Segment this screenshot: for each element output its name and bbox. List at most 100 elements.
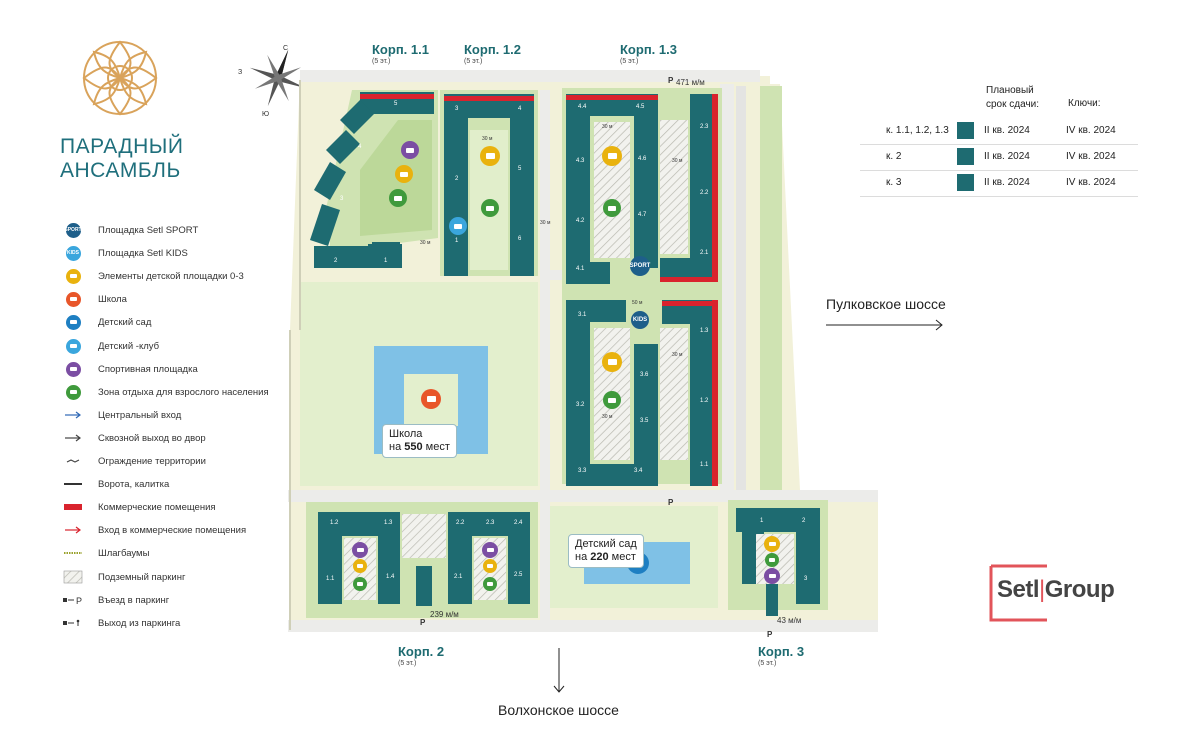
section-number: 4.4 (578, 104, 587, 110)
korp-2-title: Корп. 2 (398, 644, 445, 659)
fence-icon (62, 453, 84, 469)
legend-item: Ограждение территории (62, 451, 206, 471)
section-number: 4.2 (576, 218, 585, 224)
sport-badge-icon: SPORT (62, 222, 84, 238)
sport-ground-icon (482, 542, 498, 558)
section-number: 2 (334, 258, 338, 264)
bench-icon (353, 577, 367, 591)
korp-1-3-floors: (5 эт.) (620, 58, 639, 65)
playground-icon (602, 146, 622, 166)
road-label-volkhonskoe: Волхонское шоссе (498, 702, 619, 718)
legend-item: Зона отдыха для взрослого населения (62, 382, 269, 402)
arrow-east-icon (826, 319, 943, 331)
sport-ground-icon (401, 141, 419, 159)
section-number: 2.2 (700, 190, 709, 196)
legend-label: Площадка Setl KIDS (98, 247, 188, 259)
playground-icon (602, 352, 622, 372)
school-capacity: 550 (404, 441, 423, 453)
legend-item: Элементы детской площадки 0-3 (62, 266, 244, 286)
school-icon (421, 389, 441, 409)
legend-label: Школа (98, 293, 127, 305)
schedule-keys: IV кв. 2024 (1066, 151, 1116, 162)
legend-item: Шлагбаумы (62, 543, 149, 563)
building-k2 (318, 512, 530, 606)
section-number: 5 (394, 101, 398, 107)
section-number: 3.1 (578, 312, 587, 318)
commercial-k11 (360, 94, 434, 99)
distance-label: 30 м (672, 352, 683, 358)
parking-capacity-k2: 239 м/м (430, 610, 459, 619)
building-color-swatch (957, 174, 974, 191)
bench-icon (62, 384, 84, 400)
section-number: 3.3 (578, 468, 587, 474)
parking-capacity-k3: 43 м/м (777, 616, 802, 625)
section-number: 4.3 (576, 158, 585, 164)
section-number: 2.2 (456, 520, 465, 526)
legend-item: Коммерческие помещения (62, 497, 216, 517)
school-callout-prefix: на (389, 441, 405, 453)
sport-ground-icon (62, 361, 84, 377)
legend-label: Ворота, калитка (98, 478, 170, 490)
legend-label: Выход из паркинга (98, 617, 181, 629)
schedule-header-term-line1: Плановый (986, 85, 1034, 96)
parking-sign-k13-south: P (668, 498, 674, 507)
korp-2-floors: (5 эт.) (398, 660, 417, 667)
legend-item: Подземный паркинг (62, 567, 185, 587)
legend-item: Школа (62, 289, 127, 309)
section-number: 3 (804, 576, 808, 582)
section-number: 2.3 (700, 124, 709, 130)
underground-parking-icon (62, 569, 84, 585)
section-number: 6 (518, 236, 522, 242)
commercial-k13 (566, 94, 718, 486)
compass-south: Ю (262, 111, 269, 118)
playground-icon (395, 165, 413, 183)
building-color-swatch (957, 122, 974, 139)
schedule-term: II кв. 2024 (984, 177, 1030, 188)
school-callout-suffix: мест (422, 441, 450, 453)
korp-1-2-title: Корп. 1.2 (464, 42, 521, 57)
internal-roads (288, 70, 878, 632)
school-callout-title: Школа (389, 428, 423, 440)
schedule-keys: IV кв. 2024 (1066, 177, 1116, 188)
section-number: 3 (340, 196, 344, 202)
arrow-south-icon (553, 648, 565, 693)
section-number: 2.5 (514, 572, 523, 578)
brand-name-line1: ПАРАДНЫЙ (60, 135, 184, 158)
distance-label: 30 м (602, 124, 613, 130)
section-number: 4 (358, 144, 362, 150)
sport-ground-icon (764, 568, 780, 584)
section-number: 4 (518, 106, 522, 112)
parking-capacity-k13: 471 м/м (676, 78, 705, 87)
main-entrance-arrow-icon (62, 407, 84, 423)
korp-1-1-title: Корп. 1.1 (372, 42, 429, 57)
bench-icon (765, 553, 779, 567)
korp-1-3-title: Корп. 1.3 (620, 42, 677, 57)
legend-label: Зона отдыха для взрослого населения (98, 386, 269, 398)
schedule-term: II кв. 2024 (984, 151, 1030, 162)
section-number: 4.1 (576, 266, 585, 272)
legend-label: Въезд в паркинг (98, 594, 170, 606)
brand-logo-icon (82, 40, 158, 116)
legend-item: Детский -клуб (62, 336, 159, 356)
building-color-swatch (957, 148, 974, 165)
setl-group-part1: Setl (997, 576, 1040, 603)
distance-label: 30 м (420, 240, 431, 246)
compass-west: З (238, 69, 242, 76)
parking-letter: P (668, 76, 674, 85)
brand-name-line2: АНСАМБЛЬ (60, 159, 181, 182)
compass-north: С (283, 45, 288, 52)
legend-label: Коммерческие помещения (98, 501, 216, 513)
legend-label: Элементы детской площадки 0-3 (98, 270, 244, 282)
kindergarten-callout-suffix: мест (608, 551, 636, 563)
korp-3-title: Корп. 3 (758, 644, 805, 659)
section-number: 3.2 (576, 402, 585, 408)
legend-item: Центральный вход (62, 405, 181, 425)
east-parking-strip (736, 86, 746, 490)
korp-1-1-floors: (5 эт.) (372, 58, 391, 65)
legend-item: Вход в коммерческие помещения (62, 520, 246, 540)
kids-badge-icon: KIDS (62, 245, 84, 261)
section-number: 1.1 (700, 462, 709, 468)
parking-sign-k13: P (668, 76, 673, 85)
